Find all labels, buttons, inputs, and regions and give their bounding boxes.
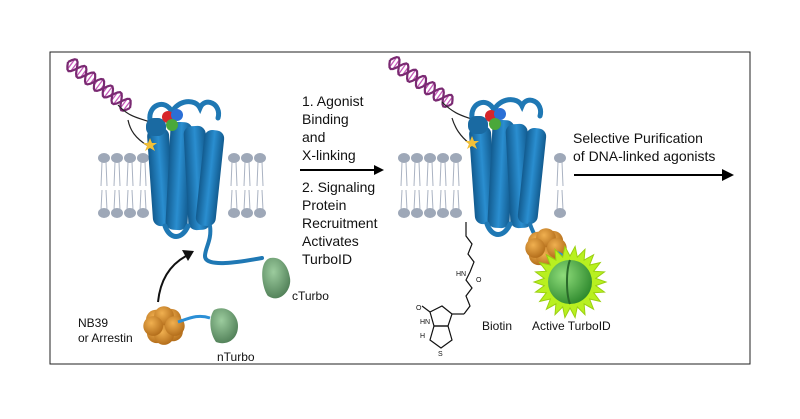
cturbo-fragment [262, 257, 291, 299]
active-turboid-seam [566, 259, 571, 305]
active-turboid-ball [548, 260, 592, 304]
step2-line2: Protein [302, 197, 346, 213]
step2-line3: Recruitment [302, 215, 378, 231]
biotin-ring-structure [421, 305, 464, 349]
biotin-s-label: S [438, 351, 443, 358]
biotin-label: Biotin [482, 319, 512, 333]
step2-line4: Activates [302, 233, 359, 249]
lipid-head [554, 208, 566, 218]
purification-line1: Selective Purification [573, 130, 703, 146]
lipid-head [254, 153, 266, 163]
lipid-head [124, 153, 136, 163]
lipid-head [241, 153, 253, 163]
lipid-head [241, 208, 253, 218]
lipid-head [124, 208, 136, 218]
ligand-green-ball-left [166, 119, 178, 131]
dna-helix-left [66, 58, 132, 112]
lipid-head [98, 153, 110, 163]
nb39-label-line2: or Arrestin [78, 331, 133, 345]
purification-arrow-head [722, 169, 734, 181]
lipid-head [111, 153, 123, 163]
lipid-head [111, 208, 123, 218]
ligand-blue-ball-left [171, 109, 183, 121]
step1-line4: X-linking [302, 147, 356, 163]
cturbo-label: cTurbo [292, 289, 329, 303]
lipid-head [411, 208, 423, 218]
lipid-head [411, 153, 423, 163]
dna-helix-right [388, 55, 454, 109]
lipid-head [450, 208, 462, 218]
step2-line1: 2. Signaling [302, 179, 375, 195]
biotin-o-label: O [476, 277, 482, 284]
recruitment-arrowhead [182, 250, 194, 261]
purification-line2: of DNA-linked agonists [573, 148, 715, 164]
biotin-nh-label: HN [456, 271, 466, 278]
lipid-head [228, 153, 240, 163]
steps-column: 1. Agonist Binding and X-linking 2. Sign… [300, 93, 384, 267]
membrane-right [398, 153, 566, 218]
lipid-head [554, 153, 566, 163]
biotin-linker-chain [463, 222, 475, 315]
lipid-head [98, 208, 110, 218]
lipid-head [254, 208, 266, 218]
ligand-green-ball-right [489, 118, 501, 130]
lipid-head [437, 208, 449, 218]
step1-line1: 1. Agonist [302, 93, 364, 109]
left-receptor-panel: NB39 or Arrestin nTurbo cTurbo [66, 58, 329, 364]
step1-line3: and [302, 129, 325, 145]
lipid-head [450, 153, 462, 163]
lipid-head [437, 153, 449, 163]
active-turboid-label: Active TurboID [532, 319, 611, 333]
membrane-left [98, 153, 266, 218]
crosslink-star-left [143, 138, 157, 151]
crosslink-star-right [465, 136, 479, 149]
lipid-head [137, 208, 149, 218]
lipid-head [398, 208, 410, 218]
nturbo-fragment [210, 308, 238, 344]
lipid-head [137, 153, 149, 163]
biotin-o2-label: O [416, 305, 422, 312]
lipid-head [228, 208, 240, 218]
ligand-blue-ball-right [494, 108, 506, 120]
nb39-label-line1: NB39 [78, 316, 108, 330]
gpcr-receptor-left [146, 99, 264, 266]
biotin-h1-label: HN [420, 319, 430, 326]
lipid-head [398, 153, 410, 163]
lipid-head [424, 208, 436, 218]
step-arrow-head [374, 165, 384, 175]
biotin-h2-label: H [420, 333, 425, 340]
nturbo-label: nTurbo [217, 350, 255, 364]
nb39-linker [177, 314, 211, 324]
step2-line5: TurboID [302, 251, 352, 267]
recruitment-arrow [157, 255, 187, 303]
step1-line2: Binding [302, 111, 349, 127]
nb39-protein [143, 306, 185, 345]
lipid-head [424, 153, 436, 163]
right-receptor-panel: HN O O HN H S Biotin Active TurboID [388, 55, 611, 358]
